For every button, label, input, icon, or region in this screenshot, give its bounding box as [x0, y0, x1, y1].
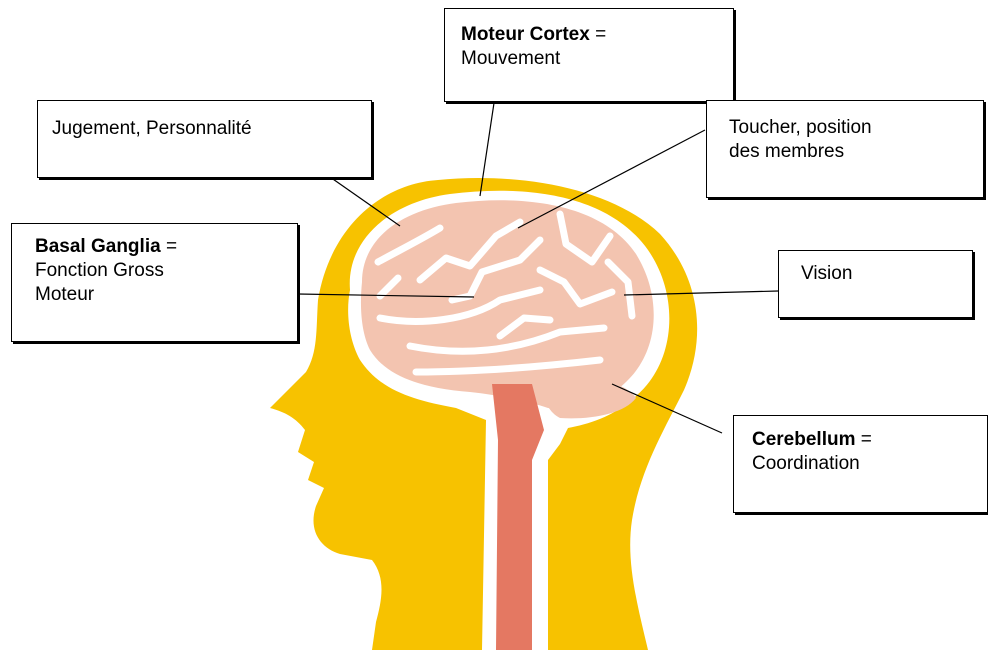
- motor-cortex-desc: Mouvement: [461, 47, 723, 71]
- cerebellum-label: Cerebellum = Coordination: [733, 415, 988, 513]
- cerebellum-equals: =: [855, 429, 871, 450]
- cerebellum-term: Cerebellum: [752, 429, 855, 450]
- basal-ganglia-desc-1: Fonction Gross: [35, 259, 287, 283]
- vision-text: Vision: [801, 262, 962, 286]
- touch-line-1: Toucher, position: [729, 116, 973, 140]
- motor-cortex-label: Moteur Cortex = Mouvement: [444, 8, 734, 102]
- judgement-text: Jugement, Personnalité: [52, 117, 361, 141]
- touch-line-2: des membres: [729, 140, 973, 164]
- basal-ganglia-label: Basal Ganglia = Fonction Gross Moteur: [11, 223, 298, 342]
- basal-ganglia-desc-2: Moteur: [35, 283, 287, 307]
- basal-ganglia-term: Basal Ganglia: [35, 236, 161, 257]
- cerebellum-desc: Coordination: [752, 452, 977, 476]
- touch-label: Toucher, position des membres: [706, 100, 984, 198]
- judgement-label: Jugement, Personnalité: [37, 100, 372, 178]
- motor-cortex-term: Moteur Cortex: [461, 24, 590, 45]
- vision-label: Vision: [778, 250, 973, 318]
- motor-cortex-equals: =: [590, 24, 606, 45]
- basal-ganglia-equals: =: [161, 236, 177, 257]
